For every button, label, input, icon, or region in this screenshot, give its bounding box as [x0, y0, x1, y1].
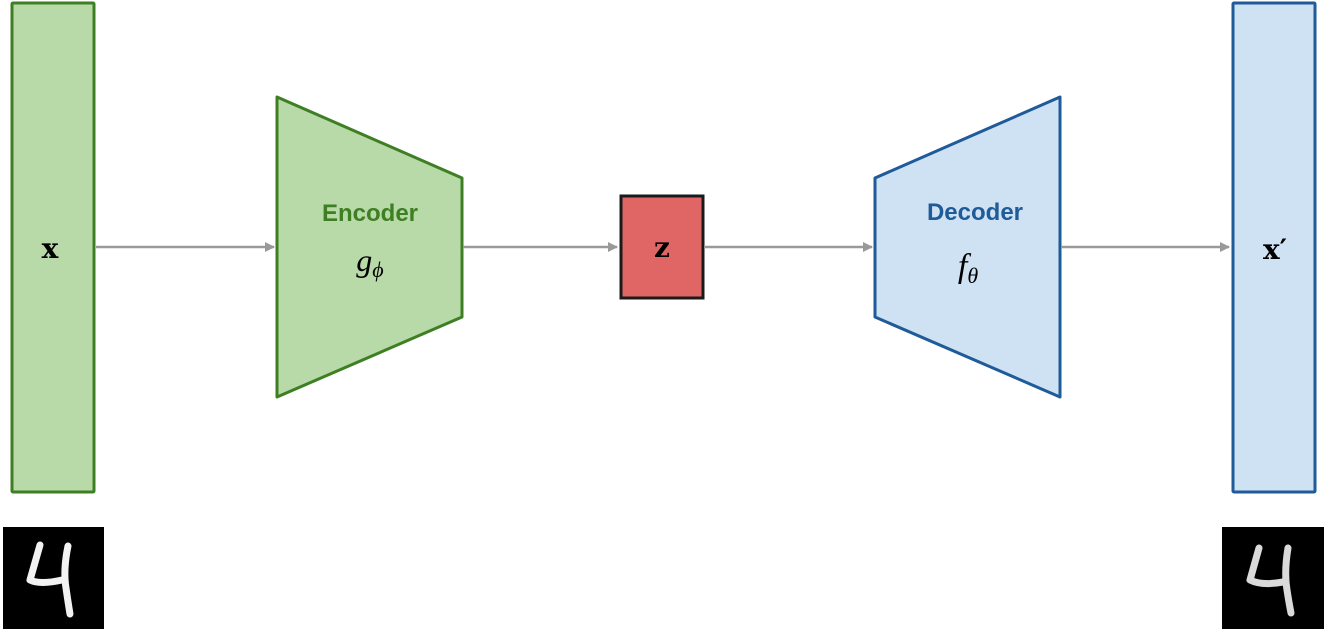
input-digit-glyph	[26, 541, 74, 618]
input-bar	[10, 1, 96, 494]
latent-box	[619, 194, 705, 300]
input-symbol: x	[42, 232, 59, 265]
decoder-symbol-sub: θ	[967, 263, 978, 288]
decoder-label: Decoder	[927, 199, 1023, 226]
output-symbol: x′	[1263, 233, 1287, 266]
encoder-label: Encoder	[322, 200, 418, 227]
decoder-block	[873, 95, 1062, 399]
encoder-symbol-base: g	[356, 242, 372, 278]
output-bar	[1231, 1, 1317, 494]
encoder-block	[275, 95, 464, 399]
input-digit-image	[3, 527, 104, 629]
output-digit-glyph	[1246, 544, 1295, 617]
latent-symbol: z	[654, 231, 670, 264]
output-digit-image	[1222, 527, 1324, 629]
encoder-symbol: gϕ	[356, 242, 383, 282]
encoder-symbol-sub: ϕ	[372, 257, 383, 282]
